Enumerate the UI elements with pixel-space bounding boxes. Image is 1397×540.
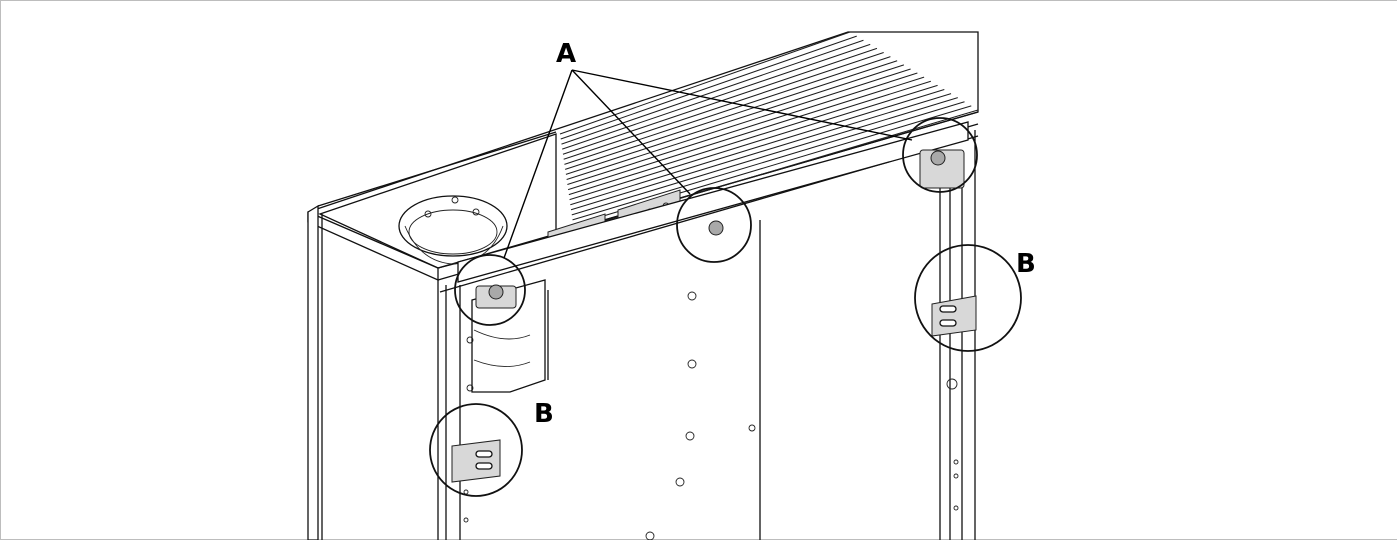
callout-circle-bracket-left [429, 403, 523, 497]
fin-line [570, 88, 945, 206]
cabinet-body [307, 121, 976, 540]
callout-circle-roller-center [676, 187, 752, 263]
fin-line [564, 56, 891, 165]
roller-right [919, 149, 965, 189]
fin-line [562, 43, 871, 150]
fin-line [570, 93, 952, 211]
panel-bolts [463, 291, 959, 540]
bracket-right [931, 295, 977, 337]
fin-line [561, 39, 864, 145]
callout-circle-bracket-right [914, 244, 1022, 352]
callout-circle-roller-right [902, 117, 978, 193]
fin-line [569, 84, 938, 201]
label-b-right: B [1016, 249, 1036, 279]
fin-line [565, 64, 905, 175]
fin-line [568, 80, 931, 196]
fin-line [566, 68, 911, 180]
fan-opening [398, 195, 508, 265]
roller-left [475, 284, 517, 309]
roller-center [708, 220, 724, 236]
heatsink-fins [559, 31, 979, 231]
fin-line [567, 76, 925, 191]
fin-line [564, 60, 898, 170]
fin-line [567, 72, 918, 186]
fin-line [559, 31, 851, 135]
callout-circle-roller-left [454, 254, 526, 326]
leader-lines-a [503, 69, 913, 259]
fin-line [563, 52, 884, 160]
bracket-left [451, 439, 501, 483]
fin-line [571, 97, 958, 216]
label-a: A [556, 39, 576, 69]
label-b-left: B [534, 399, 554, 429]
fin-line [560, 35, 857, 140]
fin-line [562, 47, 878, 155]
fin-line [572, 101, 965, 221]
